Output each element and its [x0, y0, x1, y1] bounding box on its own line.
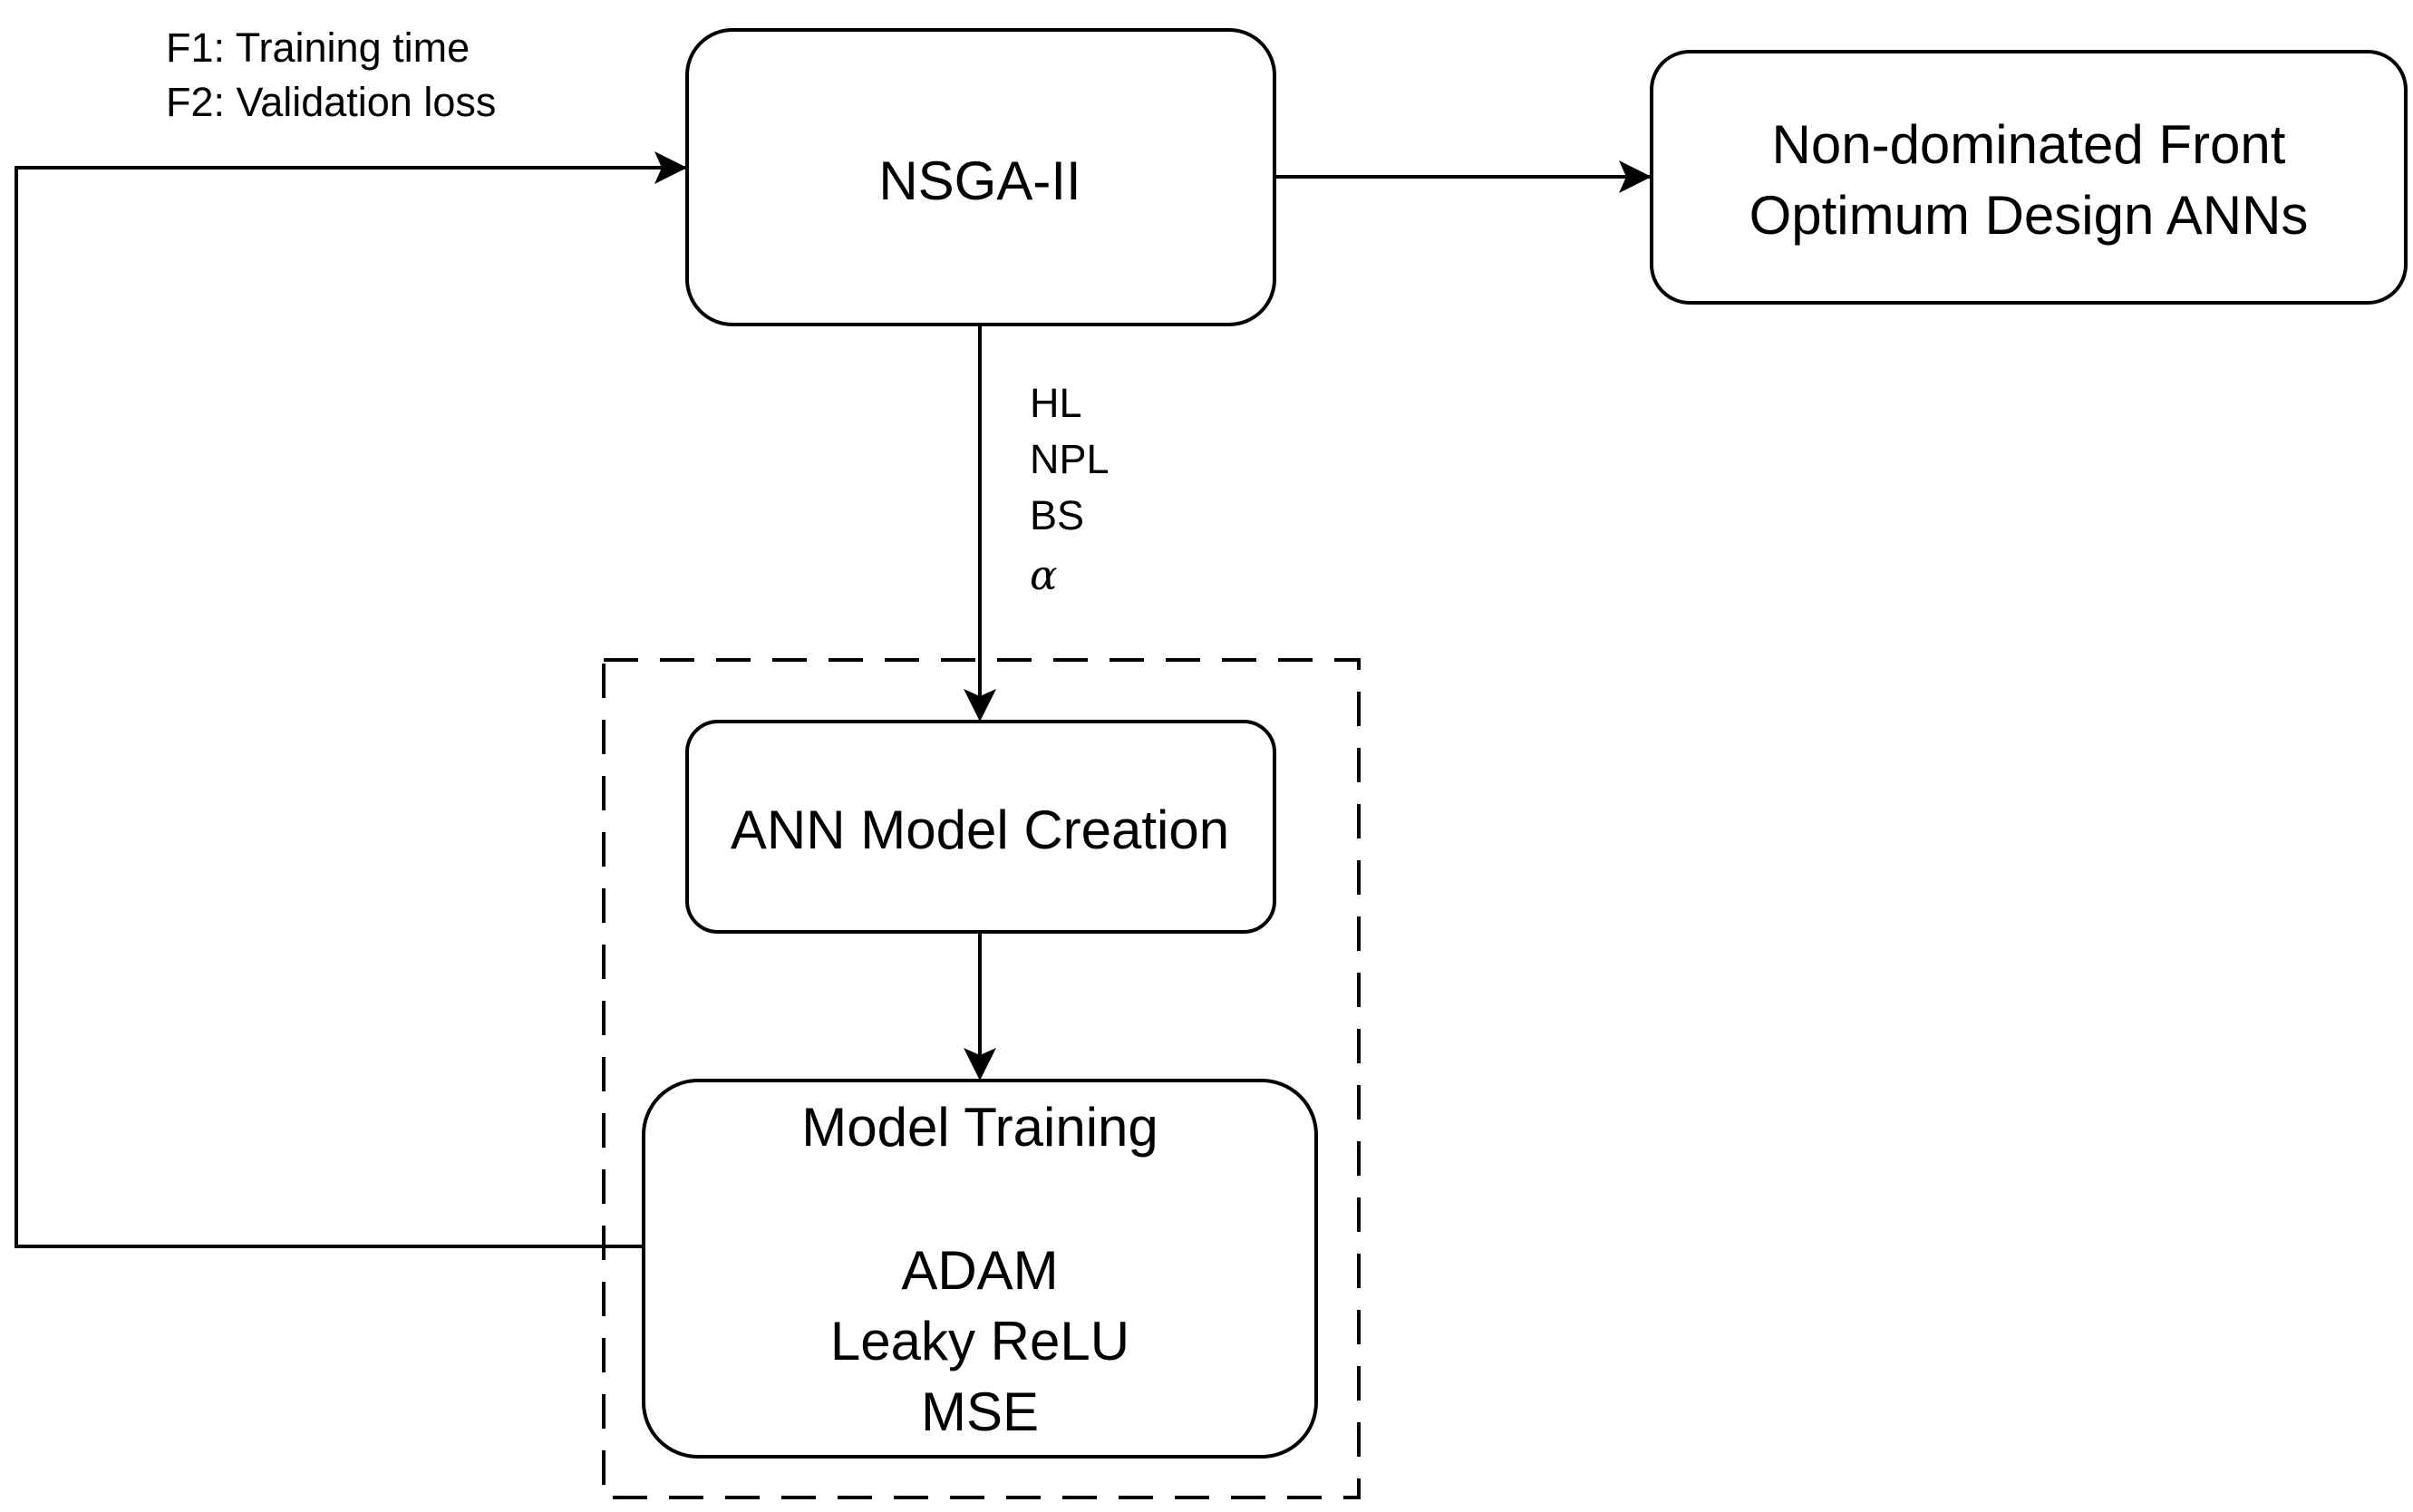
training-pipeline-group	[602, 658, 1361, 1499]
parameter-label-bs: BS	[1030, 492, 1084, 538]
non-dominated-front-node	[1650, 50, 2408, 305]
front-label-line-1: Non-dominated Front	[1772, 114, 2286, 175]
training-item-activation: Leaky ReLU	[830, 1311, 1129, 1371]
ann-model-creation-node	[685, 720, 1276, 934]
nsga-ii-node	[685, 28, 1276, 326]
front-label-line-2: Optimum Design ANNs	[1749, 185, 2309, 246]
objective-f1-label: F1: Training time	[166, 24, 470, 71]
feedback-arrowhead	[654, 151, 687, 184]
model-training-title: Model Training	[801, 1097, 1158, 1158]
ann-model-creation-label: ANN Model Creation	[731, 800, 1229, 860]
objective-f2-label: F2: Validation loss	[166, 79, 496, 125]
parameters-arrowhead	[964, 689, 996, 722]
feedback-arrow	[15, 166, 685, 1248]
parameter-label-alpha: α	[1030, 551, 1057, 599]
training-item-loss: MSE	[921, 1381, 1039, 1442]
parameter-label-hl: HL	[1030, 380, 1082, 426]
output-arrowhead	[1619, 160, 1652, 193]
nsga-ii-label: NSGA-II	[878, 150, 1081, 211]
parameter-label-npl: NPL	[1030, 436, 1110, 482]
training-item-optimizer: ADAM	[901, 1240, 1058, 1301]
model-training-node	[642, 1079, 1318, 1459]
creation-to-training-arrowhead	[964, 1048, 996, 1081]
